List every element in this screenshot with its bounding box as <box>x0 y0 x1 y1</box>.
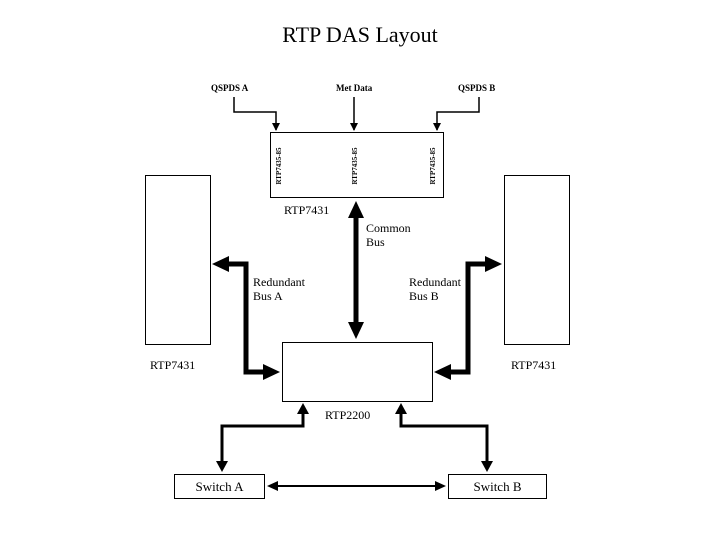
right-rtp7431-box <box>504 175 570 345</box>
left-rtp7431-box <box>145 175 211 345</box>
common-bus-arrow <box>348 201 364 339</box>
switch-b-connector <box>395 403 493 472</box>
switch-a-connector <box>216 403 309 472</box>
left-module-label: RTP7431 <box>150 358 196 372</box>
met-data-label: Met Data <box>336 83 373 93</box>
redundant-bus-b-label-line2: Bus B <box>409 289 439 303</box>
top-module-label: RTP7431 <box>284 203 330 217</box>
switch-b-label: Switch B <box>473 479 522 494</box>
common-bus-label-line2: Bus <box>366 235 385 249</box>
redundant-bus-a-label-line1: Redundant <box>253 275 305 289</box>
qspds-a-label: QSPDS A <box>211 83 249 93</box>
switch-link-arrow <box>267 481 446 491</box>
qspds-b-connector <box>433 97 480 131</box>
top-rtp7431-box <box>270 132 444 198</box>
diagram-title: RTP DAS Layout <box>282 22 438 47</box>
redundant-bus-b-arrow <box>434 256 502 380</box>
center-module-label: RTP2200 <box>325 408 371 422</box>
qspds-a-connector <box>233 97 280 131</box>
switch-a-box: Switch A <box>174 474 265 499</box>
right-module-label: RTP7431 <box>511 358 557 372</box>
rtp2200-box <box>282 342 433 402</box>
redundant-bus-b-label-line1: Redundant <box>409 275 461 289</box>
qspds-b-label: QSPDS B <box>458 83 496 93</box>
switch-a-label: Switch A <box>195 479 244 494</box>
common-bus-label-line1: Common <box>366 221 411 235</box>
switch-b-box: Switch B <box>448 474 547 499</box>
redundant-bus-a-label-line2: Bus A <box>253 289 283 303</box>
redundant-bus-a-arrow <box>212 256 280 380</box>
